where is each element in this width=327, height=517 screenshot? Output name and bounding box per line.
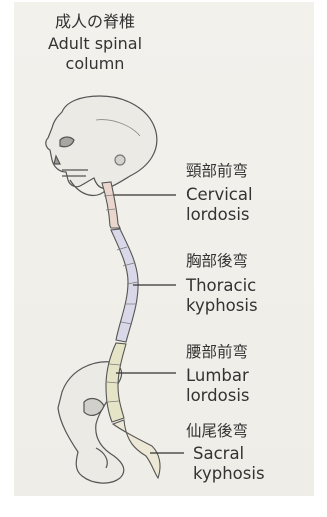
label-thoracic-en-line1: Thoracic [186, 276, 256, 296]
label-lumbar-en-line1: Lumbar [186, 366, 249, 386]
skull-illustration [46, 96, 157, 195]
label-lumbar-jp: 腰部前弯 [186, 341, 248, 363]
label-thoracic-jp: 胸部後弯 [186, 250, 248, 272]
spine-column [102, 182, 160, 478]
diagram-title-en-line2: column [20, 54, 170, 74]
label-sacral-jp: 仙尾後弯 [186, 420, 248, 442]
label-cervical-en-line1: Cervical [186, 185, 253, 205]
diagram-title-jp: 成人の脊椎 [20, 12, 170, 32]
label-sacral-en-line1: Sacral [193, 444, 244, 464]
label-sacral-en-line2: kyphosis [193, 464, 265, 484]
label-cervical-jp: 頸部前弯 [186, 160, 248, 182]
diagram-title-en-line1: Adult spinal [20, 34, 170, 54]
label-thoracic-en-line2: kyphosis [186, 296, 258, 316]
label-cervical-en-line2: lordosis [186, 205, 250, 225]
label-lumbar-en-line2: lordosis [186, 386, 250, 406]
cervical-segment [102, 182, 120, 228]
